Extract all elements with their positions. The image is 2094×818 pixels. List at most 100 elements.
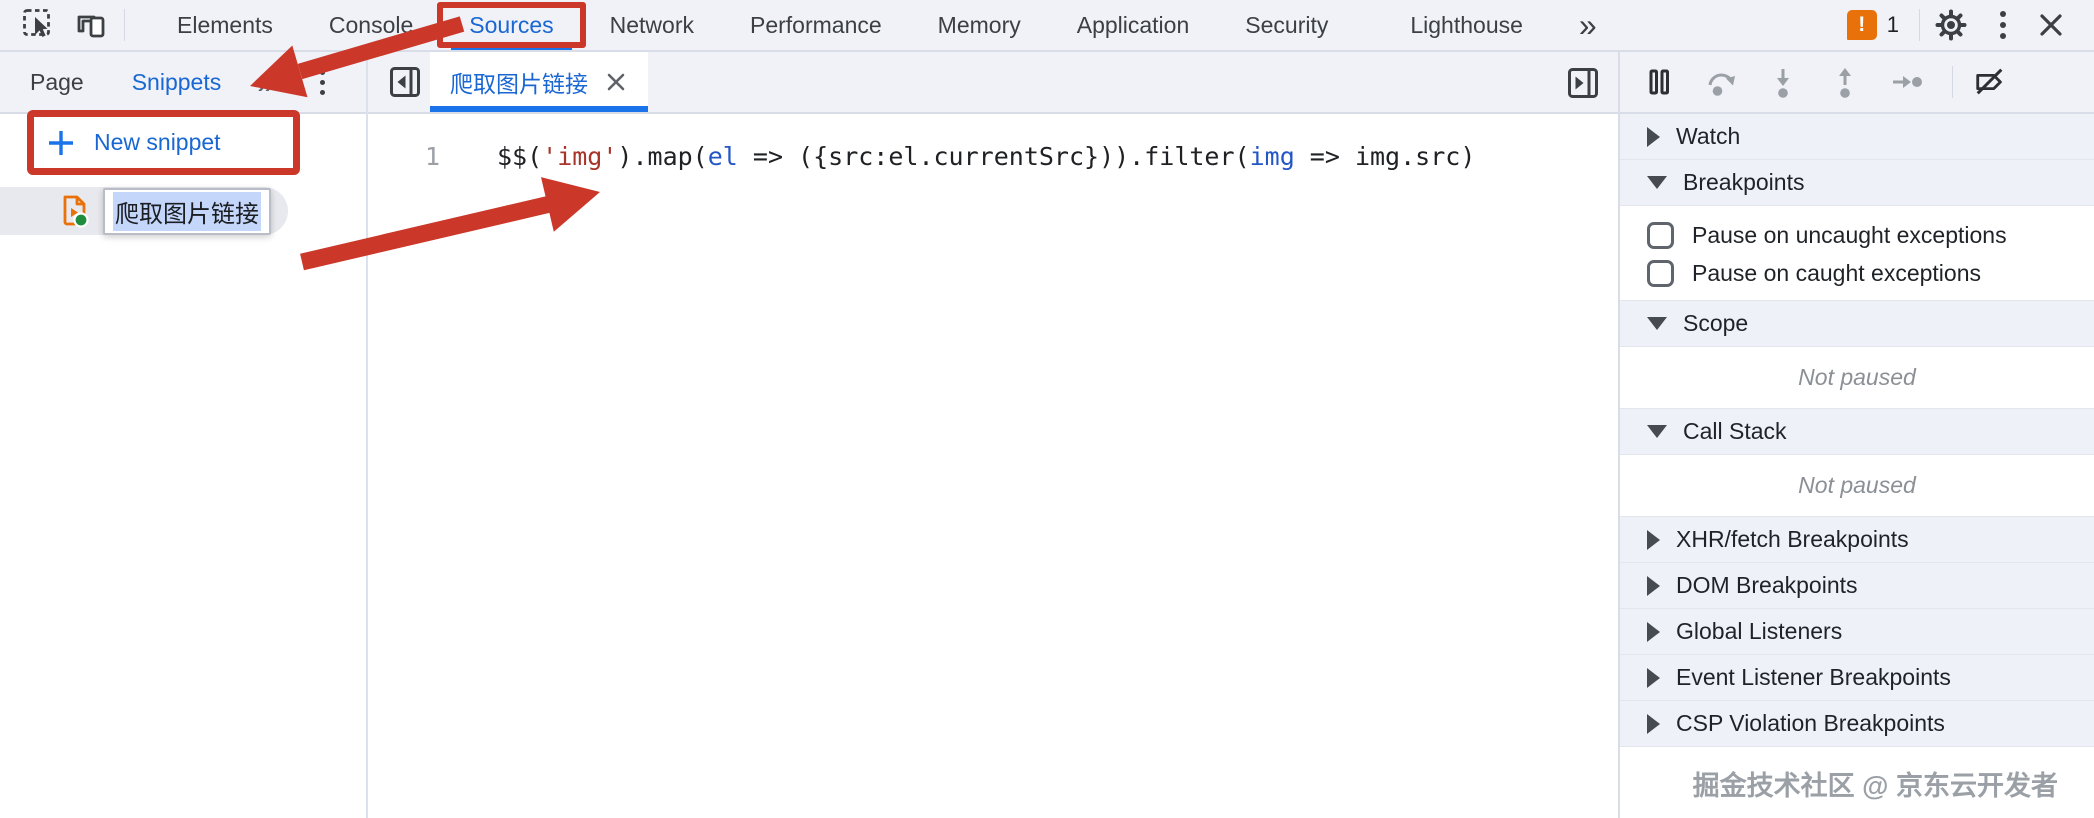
code-token-variable: el: [707, 142, 738, 171]
watermark-text: 掘金技术社区 @ 京东云开发者: [1692, 771, 2058, 801]
pause-uncaught-label: Pause on uncaught exceptions: [1692, 221, 2007, 248]
tab-performance[interactable]: Performance: [750, 11, 882, 38]
pause-caught-label: Pause on caught exceptions: [1692, 259, 1981, 286]
chevron-down-icon: [1647, 176, 1667, 189]
hide-navigator-icon[interactable]: [388, 65, 422, 99]
active-editor-tab-underline: [430, 106, 648, 112]
devtools-main-toolbar: Elements Console Sources Network Perform…: [0, 0, 2094, 52]
line-number: 1: [424, 142, 440, 171]
section-call-stack-label: Call Stack: [1683, 418, 1787, 444]
step-into-icon[interactable]: [1766, 65, 1800, 99]
section-global-listeners-label: Global Listeners: [1676, 618, 1843, 644]
inspect-element-icon[interactable]: [22, 8, 56, 42]
toolbar-divider: [1919, 9, 1920, 41]
section-csp-label: CSP Violation Breakpoints: [1676, 710, 1945, 736]
code-token-string: 'img': [542, 142, 618, 171]
pause-uncaught-row[interactable]: Pause on uncaught exceptions: [1647, 216, 2094, 254]
section-xhr-breakpoints[interactable]: XHR/fetch Breakpoints: [1620, 517, 2094, 563]
new-snippet-label: New snippet: [94, 129, 221, 155]
snippet-rename-tooltip[interactable]: 爬取图片链接: [103, 188, 271, 235]
call-stack-not-paused: Not paused: [1620, 455, 2094, 517]
close-tab-icon[interactable]: [604, 70, 628, 94]
tab-application[interactable]: Application: [1076, 11, 1190, 38]
section-xhr-label: XHR/fetch Breakpoints: [1676, 526, 1909, 552]
line-number-gutter: 1: [368, 142, 480, 171]
toolbar-divider: [124, 9, 125, 41]
device-toolbar-icon[interactable]: [74, 8, 108, 42]
section-breakpoints-label: Breakpoints: [1683, 169, 1805, 195]
chevron-right-icon: [1647, 621, 1660, 642]
section-dom-label: DOM Breakpoints: [1676, 572, 1858, 598]
pause-script-icon[interactable]: [1642, 65, 1676, 99]
navigator-tab-strip: Page Snippets »: [0, 52, 366, 114]
code-editor-area[interactable]: 1 $$('img').map(el => ({src:el.currentSr…: [368, 114, 1618, 171]
section-scope[interactable]: Scope: [1620, 301, 2094, 347]
debugger-sidebar: Watch Breakpoints Pause on uncaught exce…: [1618, 52, 2094, 818]
pause-caught-row[interactable]: Pause on caught exceptions: [1647, 254, 2094, 292]
tab-console[interactable]: Console: [328, 11, 414, 38]
section-call-stack[interactable]: Call Stack: [1620, 409, 2094, 455]
sidebar-kebab-icon[interactable]: [305, 69, 339, 95]
step-icon[interactable]: [1890, 65, 1924, 99]
step-out-icon[interactable]: [1828, 65, 1862, 99]
section-watch-label: Watch: [1676, 123, 1741, 149]
sidebar-tab-snippets[interactable]: Snippets: [131, 68, 222, 95]
sidebar-more-tabs-icon[interactable]: »: [257, 64, 276, 100]
navigator-sidebar: Page Snippets » New snippet: [0, 52, 368, 818]
editor-tab-snippet[interactable]: 爬取图片链接: [430, 52, 648, 112]
code-token-variable: img: [1249, 142, 1295, 171]
more-tabs-icon[interactable]: »: [1578, 6, 1597, 43]
snippet-file-icon: [58, 194, 92, 228]
more-options-kebab-icon[interactable]: [1986, 8, 2020, 42]
tab-sources-label: Sources: [469, 11, 554, 38]
code-token: ).map(: [617, 142, 708, 171]
settings-gear-icon[interactable]: [1934, 8, 1968, 42]
section-watch[interactable]: Watch: [1620, 114, 2094, 160]
error-badge-icon[interactable]: !: [1846, 10, 1877, 40]
devtools-tab-strip: Elements Console Sources Network Perform…: [149, 0, 1625, 50]
code-token: => ({src:el.currentSrc})).filter(: [737, 142, 1250, 171]
code-token: $$(: [497, 142, 543, 171]
sidebar-tab-page[interactable]: Page: [30, 68, 84, 95]
toolbar-right-cluster: ! 1: [1846, 8, 2094, 42]
checkbox-pause-uncaught[interactable]: [1647, 221, 1674, 249]
debug-toolbar-divider: [1952, 66, 1953, 98]
code-token: => img.src): [1294, 142, 1476, 171]
tab-network[interactable]: Network: [609, 11, 694, 38]
tab-lighthouse[interactable]: Lighthouse: [1410, 11, 1523, 38]
tab-security[interactable]: Security: [1245, 11, 1329, 38]
scope-not-paused: Not paused: [1620, 347, 2094, 409]
editor-tab-label: 爬取图片链接: [450, 71, 588, 97]
chevron-down-icon: [1647, 317, 1667, 330]
section-event-listener-label: Event Listener Breakpoints: [1676, 664, 1951, 690]
section-event-listener-breakpoints[interactable]: Event Listener Breakpoints: [1620, 655, 2094, 701]
chevron-right-icon: [1647, 529, 1660, 550]
section-scope-label: Scope: [1683, 310, 1749, 336]
code-line-1: $$('img').map(el => ({src:el.currentSrc}…: [480, 142, 1475, 171]
new-snippet-button[interactable]: New snippet: [34, 126, 221, 160]
deactivate-breakpoints-icon[interactable]: [1973, 65, 2007, 99]
tab-sources[interactable]: Sources: [437, 0, 586, 50]
source-editor: 爬取图片链接 1 $$('i: [368, 52, 1618, 818]
section-breakpoints[interactable]: Breakpoints: [1620, 160, 2094, 206]
section-global-listeners[interactable]: Global Listeners: [1620, 609, 2094, 655]
step-over-icon[interactable]: [1704, 65, 1738, 99]
section-csp-violation-breakpoints[interactable]: CSP Violation Breakpoints: [1620, 701, 2094, 747]
breakpoints-content: Pause on uncaught exceptions Pause on ca…: [1620, 206, 2094, 301]
tab-elements[interactable]: Elements: [177, 11, 273, 38]
show-debugger-panel-icon[interactable]: [1566, 66, 1600, 100]
editor-tab-strip: 爬取图片链接: [368, 52, 1618, 114]
active-tab-underline: [451, 44, 572, 50]
chevron-right-icon: [1647, 713, 1660, 734]
close-devtools-icon[interactable]: [2034, 8, 2068, 42]
snippet-name-selected-text: 爬取图片链接: [113, 192, 261, 231]
plus-icon: [44, 126, 78, 160]
chevron-right-icon: [1647, 126, 1660, 147]
chevron-down-icon: [1647, 425, 1667, 438]
annotation-box-new-snippet: New snippet: [27, 110, 300, 175]
checkbox-pause-caught[interactable]: [1647, 259, 1674, 287]
chevron-right-icon: [1647, 667, 1660, 688]
section-dom-breakpoints[interactable]: DOM Breakpoints: [1620, 563, 2094, 609]
tab-memory[interactable]: Memory: [937, 11, 1021, 38]
